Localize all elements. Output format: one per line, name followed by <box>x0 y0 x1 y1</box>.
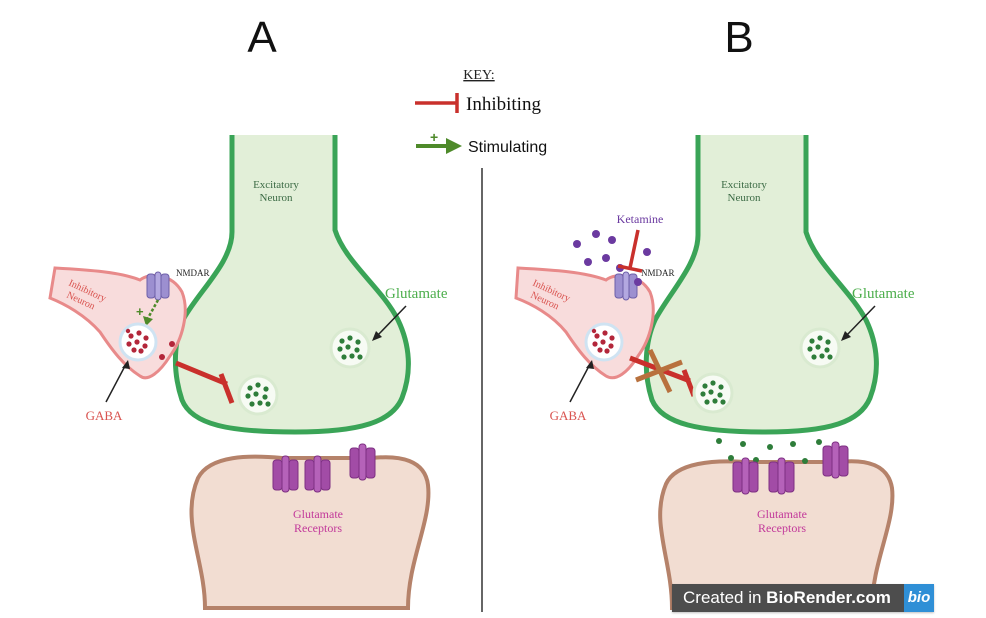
stimulating-arrow <box>146 299 160 319</box>
glutamate-label-b: Glutamate <box>852 286 915 302</box>
glutamate-vesicle <box>329 327 371 369</box>
excitatory-neuron-label: Excitatory <box>253 179 299 191</box>
panel-b: Excitatory Neuron Inhibitory Neuron NMDA… <box>514 135 915 610</box>
gaba-vesicle <box>118 322 158 362</box>
glutamate-pointer <box>376 305 407 337</box>
key-legend: KEY: Inhibiting + Stimulating <box>415 68 547 156</box>
panel-a: Excitatory Neuron Inhibitory Neuron NMDA… <box>48 135 448 610</box>
gaba-molecule <box>159 354 165 360</box>
svg-text:Neuron: Neuron <box>728 192 761 204</box>
stimulating-key-plus: + <box>430 129 438 145</box>
key-title: KEY: <box>463 68 494 83</box>
gaba-molecule <box>169 341 175 347</box>
glutamate-receptor <box>272 455 299 493</box>
glutamate-vesicle <box>237 374 279 416</box>
panel-b-letter: B <box>724 13 753 62</box>
receptors-label: Glutamate <box>293 507 343 521</box>
glutamate-receptor <box>304 455 331 493</box>
nmdar-receptor <box>146 271 170 301</box>
inhibition-arrow <box>175 360 228 387</box>
inhibiting-key-label: Inhibiting <box>466 94 541 115</box>
gaba-vesicle-b <box>584 322 624 362</box>
postsynaptic-neuron <box>189 454 431 610</box>
ketamine-label: Ketamine <box>617 212 664 226</box>
glutamate-receptor-b <box>732 457 759 495</box>
excitatory-neuron-label-b: Excitatory <box>721 179 767 191</box>
nmdar-label: NMDAR <box>176 268 210 278</box>
glutamate-receptor-b <box>768 457 795 495</box>
svg-text:Receptors: Receptors <box>758 521 806 535</box>
glutamate-receptor-b <box>822 441 849 479</box>
released-glutamate <box>716 438 822 464</box>
glutamate-label: Glutamate <box>385 286 448 302</box>
ketamine-inhibition <box>628 229 640 269</box>
gaba-pointer-b <box>569 365 590 403</box>
svg-text:Neuron: Neuron <box>260 192 293 204</box>
panel-a-letter: A <box>247 13 277 62</box>
nmdar-receptor-b <box>614 271 638 301</box>
biorender-credit-badge[interactable]: Created in BioRender.com bio <box>672 584 934 612</box>
glutamate-pointer-b <box>845 305 876 337</box>
glutamate-receptor <box>349 443 376 481</box>
receptors-label-b: Glutamate <box>757 507 807 521</box>
gaba-pointer <box>105 365 126 403</box>
stimulating-key-label: Stimulating <box>468 139 547 156</box>
gaba-label-b: GABA <box>550 408 587 423</box>
svg-text:Receptors: Receptors <box>294 521 342 535</box>
credit-text: Created in BioRender.com <box>672 584 904 612</box>
glutamate-vesicle-b <box>799 327 841 369</box>
biorender-logo-icon: bio <box>904 584 934 612</box>
stimulating-plus: + <box>136 304 144 319</box>
nmdar-label-b: NMDAR <box>641 268 675 278</box>
glutamate-vesicle-b <box>692 372 734 414</box>
gaba-label: GABA <box>86 408 123 423</box>
